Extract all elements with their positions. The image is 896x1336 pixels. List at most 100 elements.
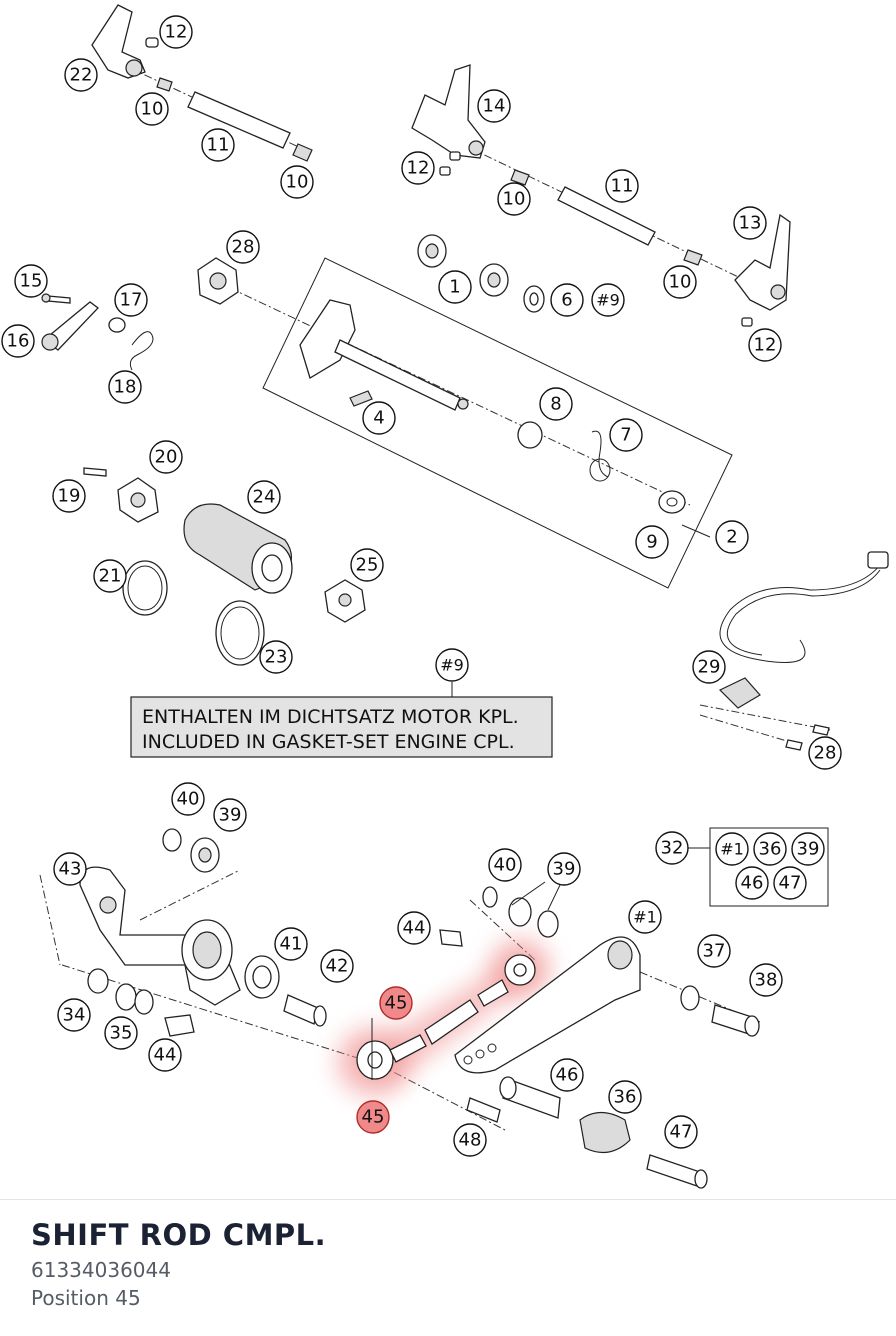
part-number: 61334036044	[31, 1258, 171, 1282]
svg-text:45: 45	[362, 1107, 385, 1128]
callout-h9b: #9	[435, 648, 469, 682]
svg-text:9: 9	[646, 532, 657, 553]
callout-h1: #1	[628, 900, 662, 934]
shift-drum-parts	[83, 467, 366, 666]
callout-44a: 44	[397, 911, 431, 945]
svg-text:#1: #1	[720, 840, 744, 859]
callout-26: 28	[226, 230, 260, 264]
svg-text:19: 19	[58, 486, 81, 507]
leader-lines	[371, 524, 711, 1080]
callout-24: 24	[247, 480, 281, 514]
svg-text:46: 46	[556, 1065, 579, 1086]
svg-text:39: 39	[553, 859, 576, 880]
callout-2: 2	[715, 520, 749, 554]
part-info-panel: SHIFT ROD CMPL. 61334036044 Position 45	[0, 1199, 896, 1336]
callout-43: 43	[53, 852, 87, 886]
kit-47: 47	[773, 866, 807, 900]
shift-rod	[356, 954, 536, 1080]
svg-text:36: 36	[759, 839, 782, 860]
svg-text:10: 10	[503, 189, 526, 210]
kit-39: 39	[791, 832, 825, 866]
svg-text:12: 12	[407, 158, 430, 179]
note: ENTHALTEN IM DICHTSATZ MOTOR KPL. INCLUD…	[130, 682, 553, 758]
svg-text:39: 39	[797, 839, 820, 860]
callout-40b: 40	[488, 848, 522, 882]
svg-text:34: 34	[63, 1005, 86, 1026]
svg-text:28: 28	[232, 237, 255, 258]
part-position: Position 45	[31, 1286, 141, 1310]
callout-10c: 10	[497, 182, 531, 216]
svg-text:32: 32	[661, 838, 684, 859]
svg-text:42: 42	[326, 956, 349, 977]
callout-6: 6	[550, 283, 584, 317]
svg-text:47: 47	[779, 873, 802, 894]
callout-46: 46	[550, 1058, 584, 1092]
svg-text:20: 20	[155, 447, 178, 468]
svg-text:35: 35	[110, 1023, 133, 1044]
callout-22: 22	[64, 58, 98, 92]
callouts: 12 22 10 11 10 14 12 10 11 13 10 12 28 1…	[1, 15, 842, 1157]
svg-text:11: 11	[611, 176, 634, 197]
svg-text:17: 17	[120, 290, 143, 311]
callout-44b: 44	[148, 1038, 182, 1072]
svg-text:13: 13	[739, 213, 762, 234]
svg-text:18: 18	[114, 377, 137, 398]
svg-text:36: 36	[614, 1087, 637, 1108]
callout-42: 42	[320, 949, 354, 983]
svg-text:7: 7	[620, 425, 631, 446]
callout-11a: 11	[201, 128, 235, 162]
svg-text:12: 12	[754, 335, 777, 356]
svg-text:23: 23	[265, 647, 288, 668]
callout-45-lower: 45	[356, 1100, 390, 1134]
callout-39a: 39	[213, 798, 247, 832]
callout-17: 17	[114, 283, 148, 317]
callout-29: 29	[692, 650, 726, 684]
callout-41: 41	[274, 927, 308, 961]
svg-text:38: 38	[755, 970, 778, 991]
callout-12b: 12	[401, 151, 435, 185]
callout-16: 16	[1, 324, 35, 358]
svg-text:40: 40	[177, 789, 200, 810]
svg-text:#1: #1	[633, 908, 657, 927]
svg-text:47: 47	[670, 1122, 693, 1143]
svg-text:37: 37	[703, 941, 726, 962]
svg-text:11: 11	[207, 135, 230, 156]
svg-text:25: 25	[356, 555, 379, 576]
note-line-en: INCLUDED IN GASKET-SET ENGINE CPL.	[142, 731, 515, 753]
callout-8: 8	[539, 387, 573, 421]
callout-4: 4	[362, 401, 396, 435]
svg-text:24: 24	[253, 487, 276, 508]
callout-45-upper: 45	[379, 986, 413, 1020]
shift-lever-assembly	[79, 828, 327, 1037]
svg-text:10: 10	[669, 272, 692, 293]
callout-9: 9	[635, 525, 669, 559]
kit-h1: #1	[715, 832, 749, 866]
callout-h9a: #9	[591, 283, 625, 317]
svg-text:41: 41	[280, 934, 303, 955]
note-line-de: ENTHALTEN IM DICHTSATZ MOTOR KPL.	[142, 706, 519, 728]
svg-text:10: 10	[286, 172, 309, 193]
svg-text:43: 43	[59, 859, 82, 880]
callout-36: 36	[608, 1080, 642, 1114]
callout-25: 25	[350, 548, 384, 582]
callout-10b: 10	[280, 165, 314, 199]
callout-13: 13	[733, 206, 767, 240]
callout-23: 23	[259, 640, 293, 674]
exploded-parts-diagram: ENTHALTEN IM DICHTSATZ MOTOR KPL. INCLUD…	[1, 4, 889, 1189]
svg-text:#9: #9	[596, 291, 620, 310]
svg-text:39: 39	[219, 805, 242, 826]
callout-38: 38	[749, 963, 783, 997]
svg-text:15: 15	[20, 271, 43, 292]
svg-text:16: 16	[7, 331, 30, 352]
shift-shaft-assembly	[197, 234, 733, 589]
callout-1: 1	[438, 270, 472, 304]
svg-text:12: 12	[165, 22, 188, 43]
svg-text:21: 21	[99, 566, 122, 587]
callout-12a: 12	[159, 15, 193, 49]
svg-text:48: 48	[459, 1130, 482, 1151]
svg-text:40: 40	[494, 855, 517, 876]
callout-35: 35	[104, 1016, 138, 1050]
callout-18: 18	[108, 370, 142, 404]
callout-47: 47	[664, 1115, 698, 1149]
callout-28: 28	[808, 736, 842, 770]
